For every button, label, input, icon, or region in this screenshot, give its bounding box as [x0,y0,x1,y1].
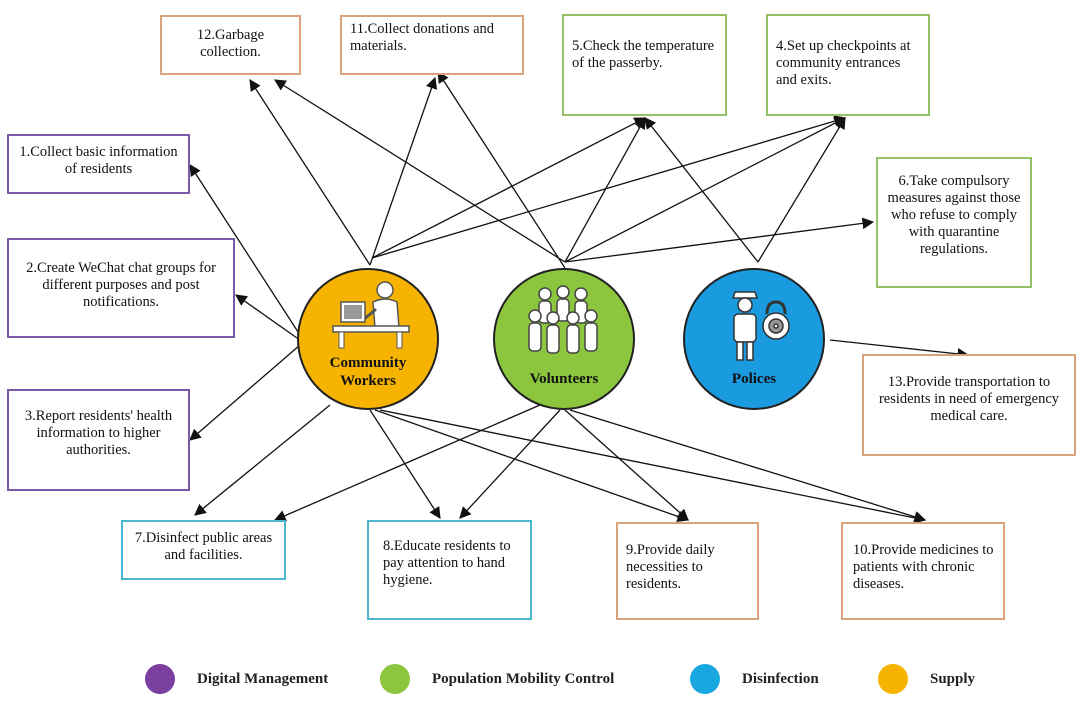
actor-volunteers-label: Volunteers [529,371,599,387]
task-4-set-up-checkpoints: 4.Set up checkpoints at community entran… [766,14,930,116]
connector-arrow-volunteers-11 [274,79,566,263]
task-10-provide-medicines: 10.Provide medicines to patients with ch… [841,522,1005,620]
connector-arrow-community-7 [194,404,331,516]
connector-arrow-community-0 [249,79,371,266]
connector-arrow-community-5 [371,117,647,259]
legend-disinfection: Disinfection [690,664,819,694]
connector-arrow-volunteers-13 [564,117,847,263]
actor-polices: Polices [683,268,825,410]
connector-arrow-community-3 [235,294,298,339]
legend-label-digital-management: Digital Management [197,670,329,687]
legend-dot-population-mobility-control [380,664,410,694]
connector-arrow-community-1 [369,76,438,266]
connector-arrow-community-6 [371,115,847,259]
connector-arrow-community-4 [189,344,301,441]
legend-dot-disinfection [690,664,720,694]
legend-dot-digital-management [145,664,175,694]
actor-community-label-line-1: Community [329,355,407,371]
task-1-collect-basic-info: 1.Collect basic information of residents [7,134,190,194]
police-officer-with-lock-icon [731,291,790,361]
connector-arrow-polices-21 [757,116,846,263]
connector-arrow-volunteers-15 [437,71,566,269]
connector-arrow-volunteers-17 [459,409,561,519]
legend-label-supply: Supply [930,670,976,687]
task-12-garbage-collection: 12.Garbage collection. [160,15,301,75]
task-11-collect-donations: 11.Collect donations and materials. [340,15,524,75]
actor-community-label-line-2: Workers [340,373,396,389]
worker-at-computer-icon [332,281,410,349]
task-3-report-health-info: 3.Report residents' health information t… [7,389,190,491]
group-of-people-icon [528,285,598,354]
legend-label-disinfection: Disinfection [742,670,819,687]
task-7-disinfect-public-areas: 7.Disinfect public areas and facilities. [121,520,286,580]
connector-arrow-volunteers-18 [564,409,689,521]
legend-population-mobility-control: Population Mobility Control [380,664,614,694]
actor-polices-label: Polices [731,371,777,387]
task-9-daily-necessities: 9.Provide daily necessities to residents… [616,522,759,620]
connector-arrow-community-10 [379,409,927,524]
legend-label-population-mobility-control: Population Mobility Control [432,670,615,687]
task-2-wechat-groups: 2.Create WeChat chat groups for differen… [7,238,235,338]
connector-arrow-volunteers-14 [564,217,875,263]
legend-digital-management: Digital Management [145,664,328,694]
task-5-check-temperature: 5.Check the temperature of the passerby. [562,14,727,116]
task-8-educate-hand-hygiene: 8.Educate residents to pay attention to … [367,520,532,620]
connector-arrow-polices-20 [644,117,759,263]
actor-community-workers: Community Workers [297,268,439,410]
task-13-transportation: 13.Provide transportation to residents i… [862,354,1076,456]
connector-arrow-polices-22 [829,339,970,360]
actor-volunteers: Volunteers [493,268,635,410]
connector-arrow-volunteers-12 [564,116,646,263]
connector-arrow-volunteers-16 [273,404,541,522]
legend-supply: Supply [878,664,975,694]
task-6-compulsory-measures: 6.Take compulsory measures against those… [876,157,1032,288]
connector-arrow-community-9 [374,409,690,523]
connector-arrow-community-2 [189,164,301,336]
legend-dot-supply [878,664,908,694]
connector-arrow-volunteers-19 [569,409,927,523]
